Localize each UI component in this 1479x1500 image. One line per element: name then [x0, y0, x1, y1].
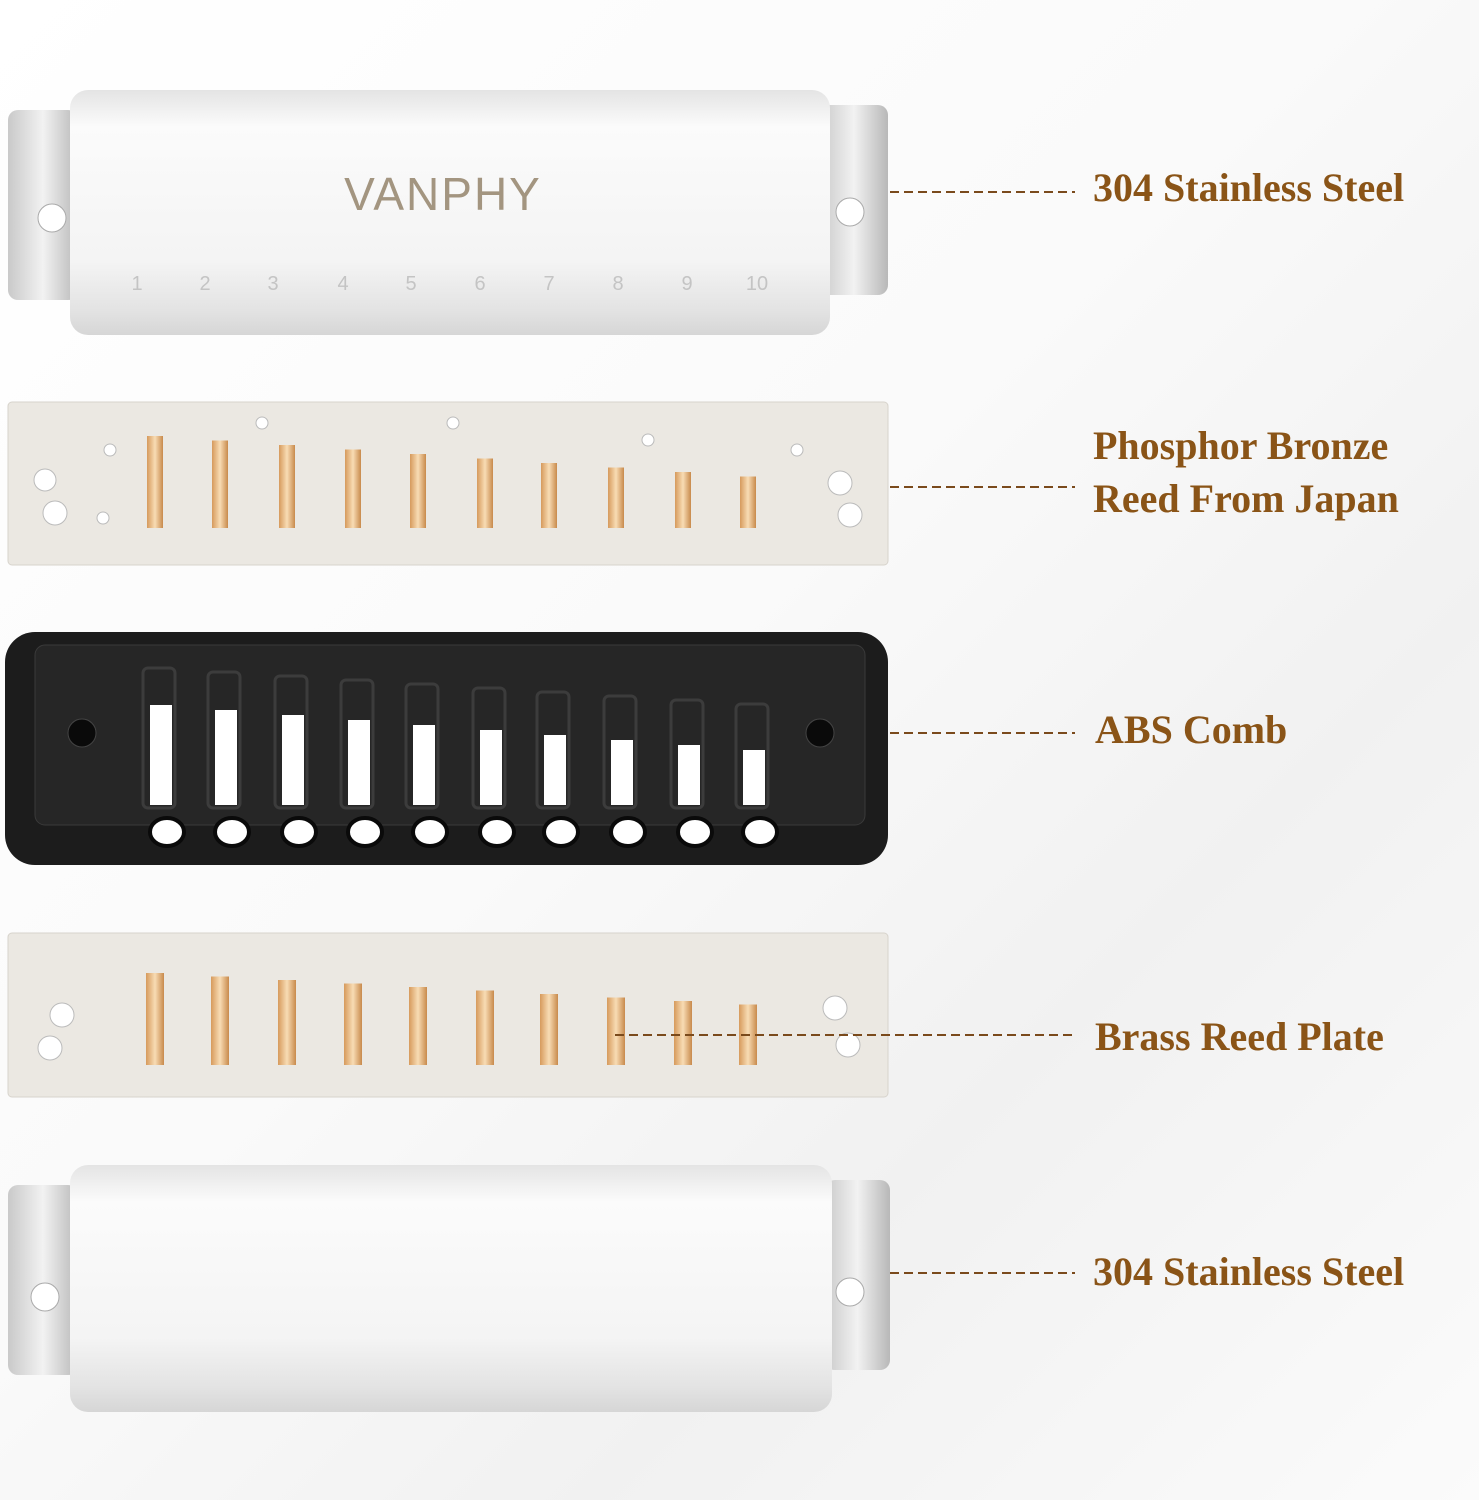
mouth-hole [148, 816, 186, 848]
brass-reed-plate [7, 932, 889, 1098]
comb-chamber-opening [743, 750, 765, 805]
mouth-hole [346, 816, 384, 848]
comb-chamber [471, 686, 507, 810]
comb-chamber [535, 690, 571, 810]
comb-chamber [404, 682, 440, 810]
reed-slot [476, 990, 494, 1065]
mouth-hole [676, 816, 714, 848]
hole-number: 3 [267, 273, 278, 295]
hole-number: 9 [681, 273, 692, 295]
hole-number: 6 [474, 273, 485, 295]
hole-number: 10 [746, 273, 768, 295]
reed-slot [410, 454, 426, 528]
reed-plate-top [7, 401, 889, 566]
reed-slot [146, 973, 164, 1065]
reed-slot [477, 458, 493, 528]
abs-comb [5, 632, 888, 865]
reed-slot [211, 976, 229, 1065]
comb-chamber [602, 694, 638, 810]
comb-chamber [734, 702, 770, 810]
reed-slot [344, 983, 362, 1065]
reed-slot [278, 980, 296, 1065]
comb-chamber-opening [150, 705, 172, 805]
label-top-cover: 304 Stainless Steel [1093, 165, 1405, 210]
comb-chamber [273, 674, 309, 810]
comb-chamber-opening [413, 725, 435, 805]
label-reed-line1: Phosphor Bronze [1093, 423, 1389, 468]
comb-chamber [339, 678, 375, 810]
bottom-cover [8, 1165, 890, 1412]
label-bottom-cover: 304 Stainless Steel [1093, 1249, 1405, 1294]
hole-number: 2 [199, 273, 210, 295]
hole-number: 8 [612, 273, 623, 295]
comb-chamber-opening [282, 715, 304, 805]
mouth-hole [542, 816, 580, 848]
reed-slot [675, 472, 691, 528]
reed-slot [345, 449, 361, 528]
label-brass-plate: Brass Reed Plate [1095, 1014, 1384, 1059]
reed-slot [541, 463, 557, 528]
reed-slot [607, 997, 625, 1065]
comb-chamber [669, 698, 705, 810]
label-comb: ABS Comb [1095, 707, 1288, 752]
reed-slot [279, 445, 295, 528]
comb-chamber-opening [544, 735, 566, 805]
comb-chamber-opening [215, 710, 237, 805]
hole-number: 1 [131, 273, 142, 295]
brand-logo: VANPHY [344, 168, 542, 220]
leader-lines [615, 191, 1075, 1274]
reed-slot [740, 476, 756, 528]
mouth-hole [280, 816, 318, 848]
reed-slot [608, 467, 624, 528]
hole-number: 4 [337, 273, 348, 295]
comb-chamber-opening [611, 740, 633, 805]
comb-chamber [141, 666, 177, 810]
comb-chamber-opening [348, 720, 370, 805]
label-reed-line2: Reed From Japan [1093, 476, 1399, 521]
reed-slot [540, 994, 558, 1065]
mouth-hole [609, 816, 647, 848]
mouth-hole [741, 816, 779, 848]
top-cover: VANPHY 1 2 3 4 5 6 7 8 9 10 [8, 90, 888, 335]
reed-slot [147, 436, 163, 528]
comb-chamber-opening [480, 730, 502, 805]
hole-number: 5 [405, 273, 416, 295]
comb-chamber-opening [678, 745, 700, 805]
reed-slot [409, 987, 427, 1065]
mouth-hole [213, 816, 251, 848]
reed-slot [674, 1001, 692, 1065]
reed-slot [212, 440, 228, 528]
mouth-hole [411, 816, 449, 848]
mouth-hole [478, 816, 516, 848]
comb-chamber [206, 670, 242, 810]
hole-number: 7 [543, 273, 554, 295]
